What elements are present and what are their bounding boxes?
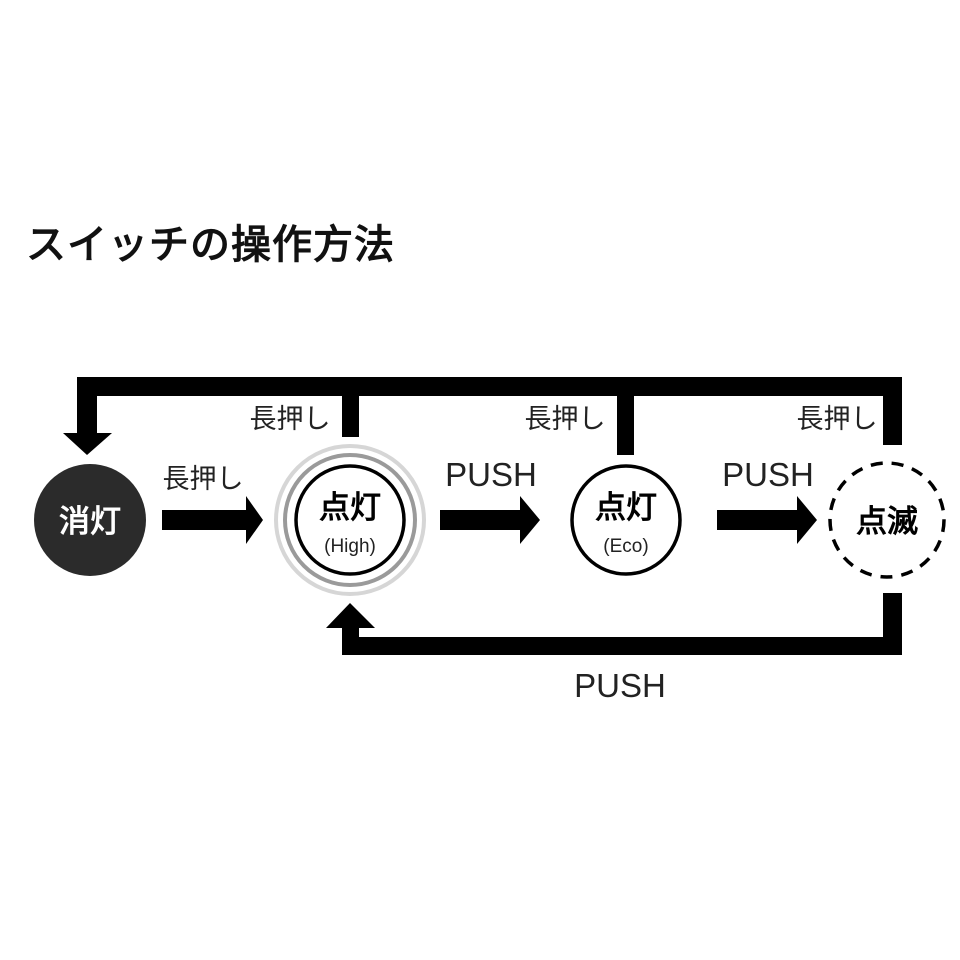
node-blink: 点滅 <box>828 461 946 579</box>
node-eco: 点灯 (Eco) <box>570 464 682 576</box>
label-blink-to-off: 長押し <box>797 404 878 435</box>
arrow-down-icon <box>63 433 112 455</box>
arrow-off-to-high <box>162 496 263 544</box>
arrow-high-to-eco <box>440 496 540 544</box>
node-blink-label: 点滅 <box>856 504 918 540</box>
arrow-up-icon <box>326 603 375 628</box>
node-off: 消灯 <box>34 464 146 576</box>
long-press-return-line <box>63 377 902 455</box>
push-return-line <box>326 593 902 655</box>
page-title: スイッチの操作方法 <box>26 222 395 268</box>
node-eco-label: 点灯 <box>595 490 657 526</box>
node-high: 点灯 (High) <box>274 444 426 596</box>
arrow-eco-to-blink <box>717 496 817 544</box>
node-off-label: 消灯 <box>59 504 121 540</box>
label-eco-to-blink: PUSH <box>722 456 814 493</box>
label-eco-to-off: 長押し <box>525 404 606 435</box>
label-blink-to-high: PUSH <box>574 667 666 704</box>
node-high-sub: (High) <box>324 536 376 557</box>
node-eco-sub: (Eco) <box>603 536 648 557</box>
label-high-to-eco: PUSH <box>445 456 537 493</box>
node-high-label: 点灯 <box>319 490 381 526</box>
label-off-to-high: 長押し <box>163 464 244 495</box>
label-high-to-off: 長押し <box>250 404 331 435</box>
